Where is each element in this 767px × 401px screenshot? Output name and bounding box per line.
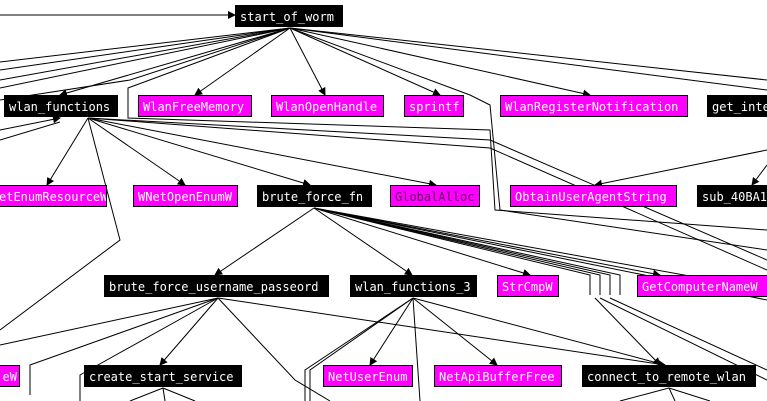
call-edge [0,27,291,81]
call-edge [162,387,166,401]
node-get-inte[interactable]: get_inte [707,95,767,117]
call-edge [594,149,767,188]
call-edge [87,117,311,187]
call-edge [217,297,666,368]
call-edge [129,387,164,401]
call-edge [217,297,331,401]
call-edge [668,387,711,401]
node-wlanopenhandle[interactable]: WlanOpenHandle [271,95,384,117]
node-wlan-functions[interactable]: wlan_functions [4,95,118,117]
call-edge [412,297,498,366]
node-wlanfreememory[interactable]: WlanFreeMemory [138,95,252,117]
call-edge [594,297,661,366]
node-partial-ew[interactable]: eW [0,365,20,387]
call-edge [289,27,767,251]
call-edge [313,207,611,295]
call-edge [29,297,219,395]
call-edge [309,297,414,401]
call-edge [159,297,219,366]
node-sprintf[interactable]: sprintf [404,95,464,117]
call-edge [412,297,421,401]
call-edge [313,207,413,276]
call-edge [87,117,437,188]
call-edge [313,207,661,278]
node-getcomputernamew[interactable]: GetComputerNameW [637,275,767,297]
node-brute-force-username-passeord[interactable]: brute_force_username_passeord [104,275,329,297]
call-edge [87,117,186,186]
call-edge [304,297,414,401]
node-create-start-service[interactable]: create_start_service [84,365,242,387]
node-netuserenum[interactable]: NetUserEnum [323,365,413,387]
call-edge [668,387,676,401]
node-brute-force-fn[interactable]: brute_force_fn [257,185,372,207]
call-edge [214,207,315,276]
call-edge [313,207,591,295]
call-edge [289,27,767,81]
call-edge [369,297,414,366]
call-edge [289,27,767,91]
call-edge [0,27,291,101]
node-wnetenumresourcew[interactable]: etEnumResourceW [0,185,107,207]
node-wlanregisternotification[interactable]: WlanRegisterNotification [500,95,688,117]
call-edge [289,27,591,98]
call-edge [751,164,767,186]
call-edge [0,115,61,131]
node-strcmpw[interactable]: StrCmpW [497,275,559,297]
node-wnetopenenumw[interactable]: WNetOpenEnumW [133,185,238,207]
node-netapibufferfree[interactable]: NetApiBufferFree [434,365,562,387]
node-connect-to-remote-wlan[interactable]: connect_to_remote_wlan [582,365,756,387]
call-edge [79,297,219,401]
call-edge [87,117,767,271]
call-edge [0,27,291,89]
call-edge [59,27,291,97]
call-edge [609,297,767,371]
call-edge [0,117,121,331]
call-edge [194,27,291,96]
node-wlan-functions-3[interactable]: wlan_functions_3 [350,275,477,297]
call-edge [313,207,601,295]
node-obtainuseragentstring[interactable]: ObtainUserAgentString [510,185,677,207]
call-edge [0,297,219,346]
call-edge [313,207,531,277]
node-sub-40ba1[interactable]: sub_40BA1 [697,185,767,207]
call-edge [87,117,767,261]
node-globalalloc[interactable]: GlobalAlloc [390,185,480,207]
call-edge [289,27,441,96]
call-edge [289,27,326,96]
call-edge [0,121,61,141]
call-edge [162,387,196,401]
node-start-of-worm[interactable]: start_of_worm [235,5,343,27]
call-edge [313,207,621,295]
call-edge [0,27,291,63]
call-edge [619,387,670,401]
call-edge [127,27,767,231]
call-edge [412,297,666,366]
call-edge [46,117,89,186]
call-edge [0,27,291,71]
